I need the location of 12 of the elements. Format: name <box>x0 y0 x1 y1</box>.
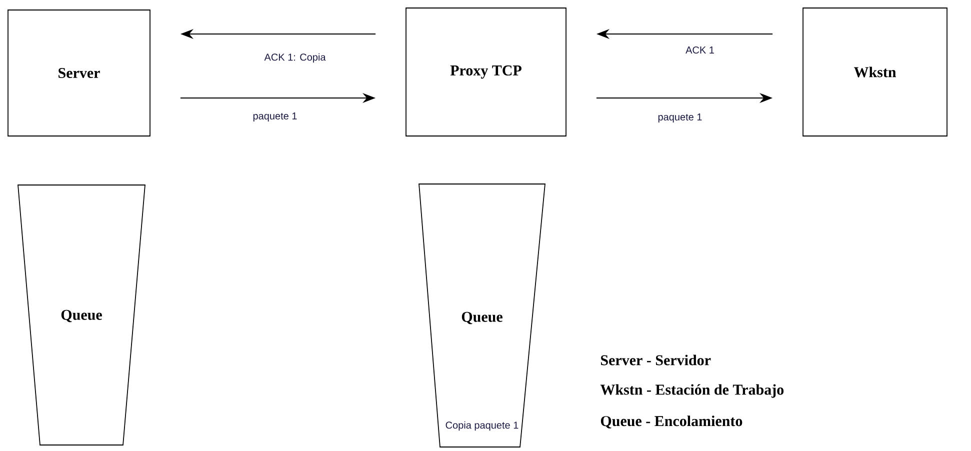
edge-label: ACK 1 <box>684 45 716 55</box>
process-box: Server <box>8 10 150 136</box>
process-box: Proxy TCP <box>406 8 566 136</box>
edge-label: paquete 1 <box>656 112 704 124</box>
queue-trapezoid: Queue <box>18 184 146 446</box>
edge-label: paquete 1 <box>252 112 298 122</box>
process-box: Wkstn <box>802 8 948 136</box>
legend-text: Wkstn - Estación de Trabajo <box>600 384 784 398</box>
legend-text: Queue - Encolamiento <box>600 416 742 428</box>
legend-text: Server - Servidor <box>601 354 711 366</box>
queue-trapezoid: Queue Copia paquete 1 <box>418 184 546 448</box>
edge-label: ACK 1: Copia <box>263 52 327 64</box>
